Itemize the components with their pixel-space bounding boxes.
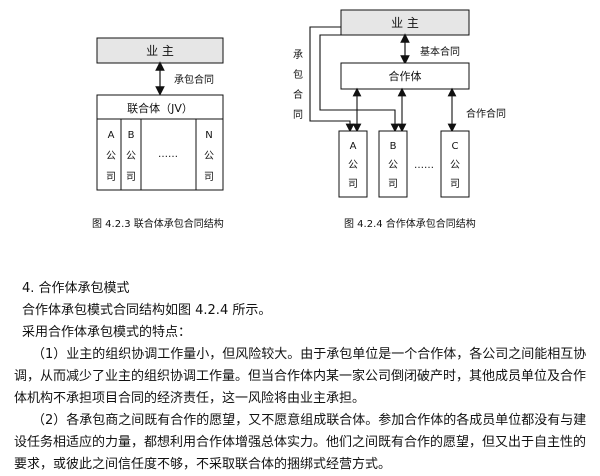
svg-text:A: A [108,130,115,141]
fig2-partnership-label: 合作体 [389,69,422,83]
fig2-owner-box [340,9,470,36]
fig1-company-n: N 公 司 [204,130,214,183]
svg-text:司: 司 [450,179,460,190]
fig1-company-a: A 公 司 [106,130,116,183]
fig2-basic-contract-label: 基本合同 [420,45,460,58]
fig2-ellipsis: …… [414,160,434,171]
svg-text:司: 司 [204,172,214,183]
svg-text:公: 公 [106,151,116,162]
svg-text:B: B [390,141,397,152]
intro-line: 合作体承包模式合同结构如图 4.2.4 所示。 [22,303,272,318]
fig1-consortium-label: 联合体（JV） [127,101,193,115]
fig2-contract-line-outer [309,26,355,133]
fig1-owner-box [96,37,224,64]
svg-text:公: 公 [348,160,358,171]
fig2-company-a: A 公 司 [348,141,358,190]
body-text: 4. 合作体承包模式 合作体承包模式合同结构如图 4.2.4 所示。 采用合作体… [14,278,592,476]
fig2-company-c: C 公 司 [450,141,460,190]
features-line: 采用合作体承包模式的特点： [22,325,192,340]
svg-text:承: 承 [293,49,303,61]
fig2-company-c-box [440,130,470,198]
fig2-owner-label: 业 主 [391,16,419,30]
figure-4-2-4: 业 主 承 包 合 同 基本合同 合作体 合作合同 A 公 司 B 公 司 [293,9,506,230]
svg-text:公: 公 [450,160,460,171]
fig2-coop-contract-label: 合作合同 [466,107,506,120]
fig1-contract-label: 承包合同 [174,73,214,86]
svg-text:司: 司 [106,172,116,183]
fig1-company-b: B 公 司 [126,130,136,183]
fig2-company-b: B 公 司 [388,141,398,190]
svg-text:同: 同 [293,109,303,121]
fig2-company-b-box [378,130,408,198]
fig2-contract-line-inner [319,34,400,133]
fig1-owner-label: 业 主 [146,44,174,58]
paragraph-2: （2）各承包商之间既有合作的愿望，又不愿意组成联合体。参加合作体的各成员单位都没… [14,413,587,472]
section-heading: 4. 合作体承包模式 [22,281,130,296]
svg-text:司: 司 [388,179,398,190]
svg-text:包: 包 [293,68,303,81]
svg-text:公: 公 [204,151,214,162]
fig2-company-a-box [338,130,368,198]
svg-text:合: 合 [293,88,303,101]
svg-text:司: 司 [126,172,136,183]
contract-diagrams: 业 主 承包合同 联合体（JV） A 公 司 B 公 司 …… N 公 司 图 … [92,9,506,230]
svg-text:公: 公 [126,151,136,162]
fig1-consortium-box [96,94,224,191]
fig2-side-label: 承 包 合 同 [293,49,303,121]
svg-text:A: A [350,141,357,152]
svg-text:B: B [128,130,135,141]
figure-4-2-3: 业 主 承包合同 联合体（JV） A 公 司 B 公 司 …… N 公 司 图 … [92,37,224,230]
fig2-caption: 图 4.2.4 合作体承包合同结构 [344,217,476,230]
fig1-caption: 图 4.2.3 联合体承包合同结构 [92,217,224,230]
svg-text:N: N [205,130,212,141]
svg-text:C: C [452,141,459,152]
svg-text:司: 司 [348,179,358,190]
svg-text:公: 公 [388,160,398,171]
fig1-ellipsis: …… [158,149,178,160]
paragraph-1: （1）业主的组织协调工作量小，但风险较大。由于承包单位是一个合作体，各公司之间能… [14,347,587,406]
fig2-partnership-box [340,62,470,90]
